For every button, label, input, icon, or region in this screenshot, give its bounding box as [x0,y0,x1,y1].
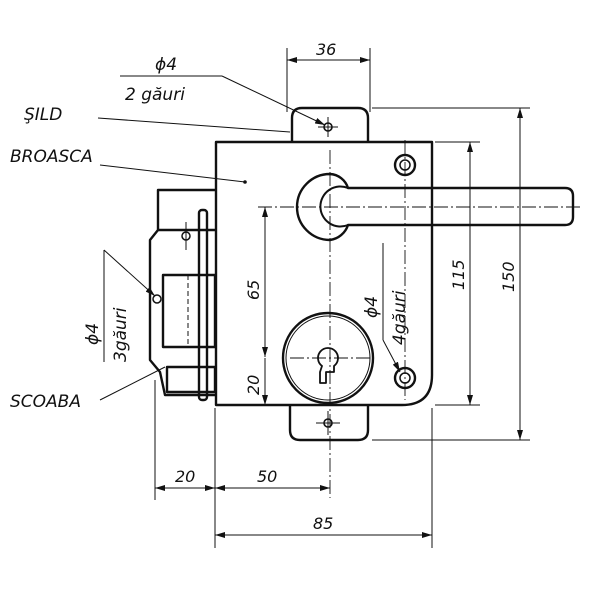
lock-body [214,140,434,407]
right-hole-dia-label: ϕ4 [362,296,382,318]
top-hole-icon [318,117,338,137]
dim-plate-width: 36 [316,40,336,59]
top-sild-plate [290,106,370,142]
dim-body-width: 85 [313,514,333,533]
top-hole-dia-label: ϕ4 [155,55,177,75]
bottom-hole-icon [316,411,340,435]
dim-key-to-bottom: 20 [244,375,263,395]
dim-handle-to-key: 65 [244,280,263,300]
top-hole-count-label: 2 găuri [125,85,185,105]
sild-label: ŞILD [24,105,62,125]
left-hole-dia-label: ϕ4 [83,323,103,345]
broasca-label: BROASCA [10,147,93,167]
dim-total-height: 150 [499,261,518,292]
dim-scoaba-width: 20 [175,467,195,486]
scoaba-bracket [148,188,217,402]
right-hole-count-label: 4găuri [390,290,410,345]
dim-body-height: 115 [449,259,468,290]
left-hole-count-label: 3găuri [111,307,131,362]
scoaba-label: SCOABA [10,392,81,412]
dim-edge-to-key: 50 [257,467,277,486]
bottom-sild-plate [288,405,370,442]
